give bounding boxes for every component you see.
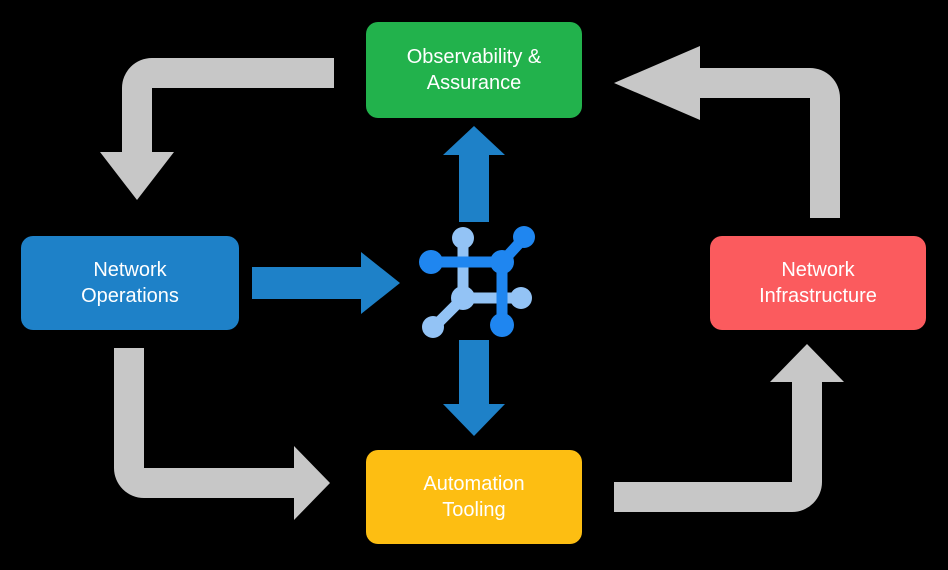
arrow-automation-to-netinfra	[614, 344, 844, 512]
node-network-infrastructure[interactable]: Network Infrastructure	[710, 236, 926, 330]
node-automation-tooling[interactable]: Automation Tooling	[366, 450, 582, 544]
arrow-netinfra-to-observability	[614, 46, 840, 218]
arrow-center-to-observability	[443, 126, 505, 222]
arrow-netops-to-automation	[114, 348, 330, 520]
arrow-center-to-automation	[443, 340, 505, 436]
network-icon-secondary-nodes	[422, 227, 532, 338]
node-observability-and-assurance[interactable]: Observability & Assurance	[366, 22, 582, 118]
arrow-observability-to-netops	[100, 58, 334, 200]
network-topology-icon	[419, 226, 535, 338]
node-network-operations[interactable]: Network Operations	[21, 236, 239, 330]
network-icon-primary-nodes	[419, 226, 535, 337]
arrow-netops-to-center	[252, 252, 400, 314]
